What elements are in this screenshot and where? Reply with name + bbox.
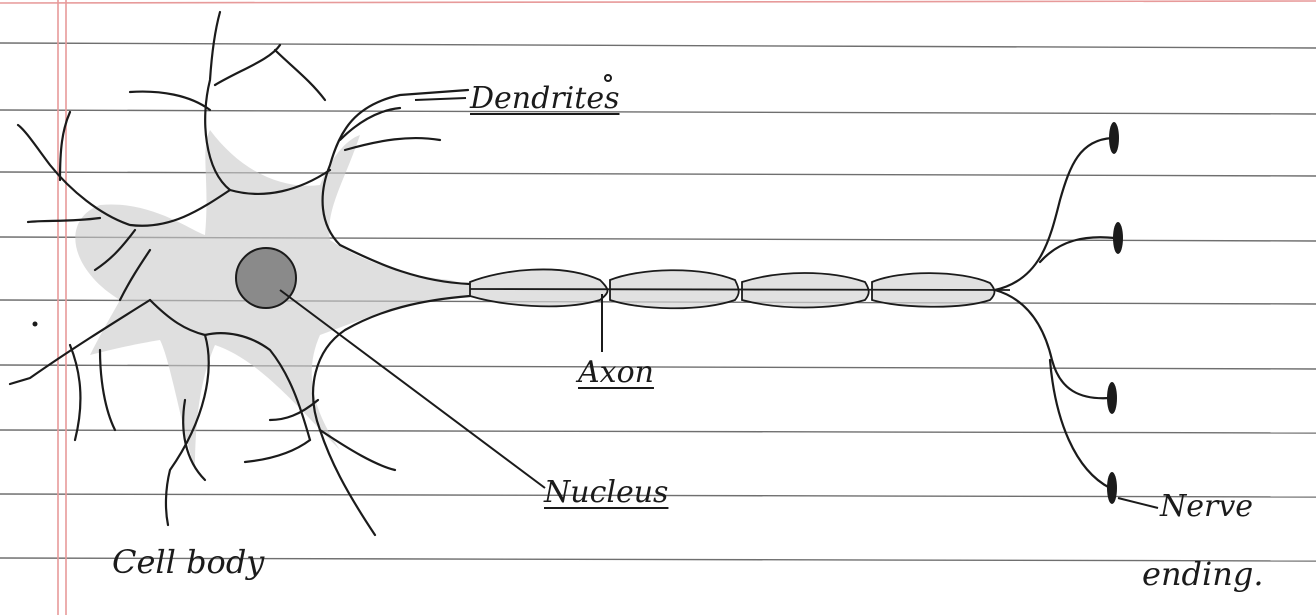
nerve-ending-label-line2: ending.	[1142, 558, 1264, 590]
synaptic-knobs	[1107, 122, 1123, 504]
dendrites-label: Dendrites	[470, 84, 619, 114]
nerve-endings	[995, 138, 1115, 488]
nerve-ending-label-line1: Nerve	[1160, 492, 1253, 522]
stray-dot	[33, 322, 38, 327]
nucleus-label: Nucleus	[544, 478, 668, 508]
nucleus	[236, 248, 296, 308]
cell-body-label: Cell body	[112, 546, 264, 578]
axon-label: Axon	[578, 358, 654, 388]
